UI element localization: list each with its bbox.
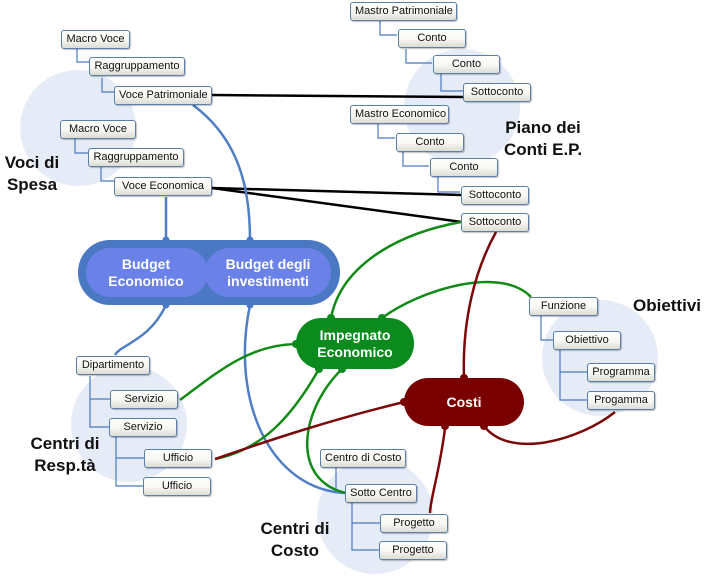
node-mastro-patrimoniale[interactable]: Mastro Patrimoniale <box>350 2 457 21</box>
node-mastro-economico[interactable]: Mastro Economico <box>350 105 449 124</box>
impegnato-hub <box>292 314 414 373</box>
node-raggruppamento-patrimoniale[interactable]: Raggruppamento <box>89 57 185 76</box>
node-dipartimento[interactable]: Dipartimento <box>76 356 150 375</box>
link-voce-economica-sottoconto-2 <box>211 186 463 224</box>
hub-impegnato-economico[interactable]: Impegnato Economico <box>317 327 393 360</box>
node-voce-patrimoniale[interactable]: Voce Patrimoniale <box>114 86 212 105</box>
node-conto-economico-2[interactable]: Conto <box>430 158 498 177</box>
node-sottoconto-patrimoniale[interactable]: Sottoconto <box>463 83 531 102</box>
node-macro-voce-patrimoniale[interactable]: Macro Voce <box>61 30 130 49</box>
node-sottoconto-economico-1[interactable]: Sottoconto <box>461 186 529 205</box>
node-macro-voce-economica[interactable]: Macro Voce <box>60 120 136 139</box>
link-voce-patrimoniale-sottoconto <box>211 93 465 99</box>
node-centro-di-costo[interactable]: Centro di Costo <box>320 449 406 468</box>
tree-lines <box>74 20 587 551</box>
node-conto-patrimoniale-2[interactable]: Conto <box>433 55 500 74</box>
node-programma[interactable]: Programma <box>587 363 655 382</box>
hub-budget-economico[interactable]: Budget Economico <box>108 256 184 289</box>
links-red <box>214 231 616 514</box>
links-blue <box>113 103 347 495</box>
node-voce-economica[interactable]: Voce Economica <box>114 177 212 196</box>
link-voce-economica-sottoconto-1 <box>211 186 463 197</box>
node-servizio-1[interactable]: Servizio <box>110 390 178 409</box>
links-black <box>211 93 465 224</box>
group-label-obiettivi: Obiettivi <box>632 296 701 315</box>
hub-budget-investimenti[interactable]: Budget degli investimenti <box>225 256 311 289</box>
costi-hub <box>400 374 524 430</box>
node-conto-economico-1[interactable]: Conto <box>396 133 464 152</box>
node-progetto-1[interactable]: Progetto <box>380 514 448 533</box>
group-label-piano-conti: Piano dei Conti E.P. <box>503 118 583 159</box>
group-label-centri-costo: Centri di Costo <box>260 519 330 560</box>
node-sottoconto-economico-2[interactable]: Sottoconto <box>461 213 529 232</box>
node-ufficio-2[interactable]: Ufficio <box>143 477 211 496</box>
node-conto-patrimoniale-1[interactable]: Conto <box>398 29 466 48</box>
group-circle-obiettivi <box>542 300 658 416</box>
node-sotto-centro[interactable]: Sotto Centro <box>345 484 417 503</box>
node-progetto-2[interactable]: Progetto <box>379 541 447 560</box>
node-raggruppamento-economico[interactable]: Raggruppamento <box>88 148 184 167</box>
hub-costi[interactable]: Costi <box>446 394 482 410</box>
budget-hub <box>78 236 340 309</box>
group-label-centri-resp: Centri di Resp.tà <box>30 434 100 475</box>
node-progamma[interactable]: Progamma <box>587 391 655 410</box>
node-obiettivo[interactable]: Obiettivo <box>553 331 621 350</box>
node-servizio-2[interactable]: Servizio <box>109 418 177 437</box>
node-funzione[interactable]: Funzione <box>529 297 598 316</box>
node-ufficio-1[interactable]: Ufficio <box>144 449 212 468</box>
group-label-voci-spesa: Voci di Spesa <box>4 153 60 194</box>
